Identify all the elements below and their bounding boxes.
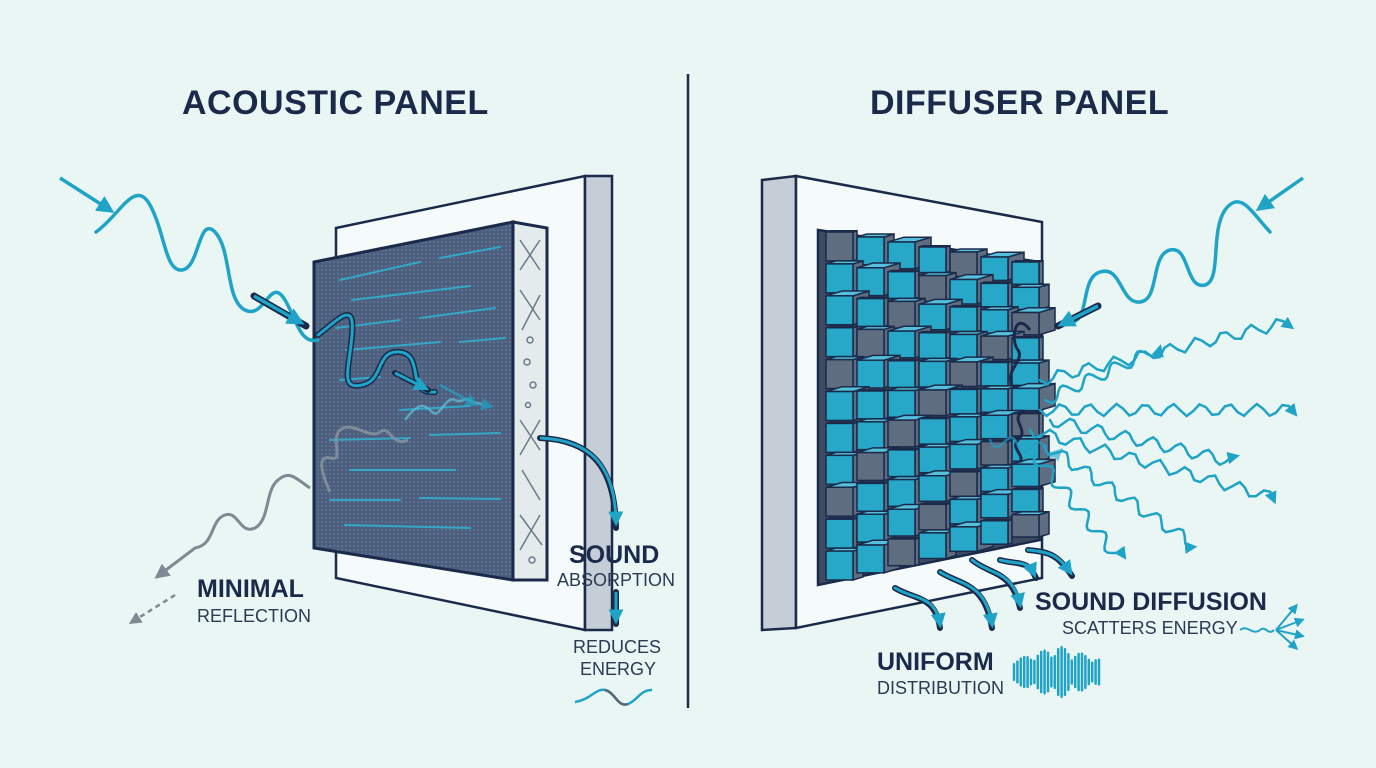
diffuser-block	[825, 516, 858, 550]
reduces-label: REDUCES	[573, 637, 662, 657]
diffuser-block	[825, 325, 858, 358]
absorption-label: ABSORPTION	[557, 570, 676, 590]
diffuser-block	[949, 387, 982, 415]
scattered-wave	[1028, 428, 1277, 505]
core-texture	[519, 239, 543, 564]
panel-streaks	[329, 246, 506, 529]
uniform-waveform-icon	[1012, 646, 1101, 698]
diffuser-block	[949, 495, 988, 525]
diffuser-block	[887, 447, 920, 478]
diffuser-block	[918, 416, 951, 446]
energy-label: ENERGY	[580, 659, 657, 679]
scatter-icon	[1239, 603, 1305, 651]
minimal-reflection-dashed-arrow	[128, 593, 176, 624]
panel-side-core	[511, 220, 549, 582]
minimal-label: MINIMAL	[197, 575, 304, 603]
diffuser-block	[980, 518, 1013, 546]
distribution-label: DISTRIBUTION	[877, 678, 1005, 698]
diffuser-block	[918, 330, 951, 360]
diffuser-block	[887, 536, 920, 567]
scatters-energy-label: SCATTERS ENERGY	[1062, 618, 1238, 638]
diffuser-block	[980, 439, 1013, 467]
acoustic-panel-title: ACOUSTIC PANEL	[182, 84, 489, 122]
diffuser-block	[918, 244, 951, 274]
entry-arrow-right	[1057, 304, 1099, 327]
right-wall-edge	[760, 174, 798, 632]
diffuser-blocks	[825, 229, 1056, 582]
diffuser-block	[1011, 382, 1056, 412]
diffuser-block	[887, 297, 926, 330]
diffuser-block	[825, 229, 858, 262]
diffuser-block	[887, 358, 920, 389]
sound-diffusion-label: SOUND DIFFUSION	[1035, 588, 1267, 616]
scattered-wave	[1043, 344, 1164, 405]
diffuser-block	[1011, 259, 1044, 286]
incoming-sound-wave	[94, 193, 320, 343]
sound-label: SOUND	[569, 541, 660, 569]
diffuser-block	[1011, 510, 1050, 539]
diffuser-block	[856, 481, 889, 513]
incoming-arrow	[59, 176, 115, 213]
reflection-label: REFLECTION	[197, 606, 312, 626]
reflected-wave	[320, 425, 409, 493]
diffuser-block	[1011, 283, 1050, 311]
diffuser-block	[949, 469, 982, 498]
scattered-wave	[1038, 316, 1295, 386]
diffuser-block	[825, 421, 858, 454]
diffuser-block	[887, 269, 920, 300]
diffuser-block	[1011, 411, 1044, 437]
diffuser-block	[949, 304, 982, 333]
diffuser-block	[980, 360, 1013, 387]
diffuser-block	[918, 502, 951, 531]
diffuser-block	[1011, 487, 1044, 513]
diffuser-block	[856, 296, 889, 328]
diffusion-down-arrows	[892, 547, 1075, 631]
scattered-wave	[1032, 453, 1127, 560]
left-wall-edge	[583, 174, 614, 632]
diffuser-block	[1011, 359, 1050, 387]
scattered-waves	[988, 316, 1298, 560]
scattered-wave	[1048, 417, 1240, 467]
diffuser-block	[980, 281, 1013, 308]
diffuser-block	[856, 388, 889, 420]
incoming-sound-wave-right	[1070, 200, 1272, 324]
uniform-label: UNIFORM	[877, 648, 994, 676]
scattered-wave	[1038, 402, 1298, 418]
incoming-arrow-right	[1255, 176, 1305, 212]
diffuser-panel-title: DIFFUSER PANEL	[870, 84, 1170, 122]
scattered-wave	[988, 436, 1063, 462]
diffuser-block	[1011, 335, 1044, 362]
scattered-wave	[1043, 443, 1198, 554]
